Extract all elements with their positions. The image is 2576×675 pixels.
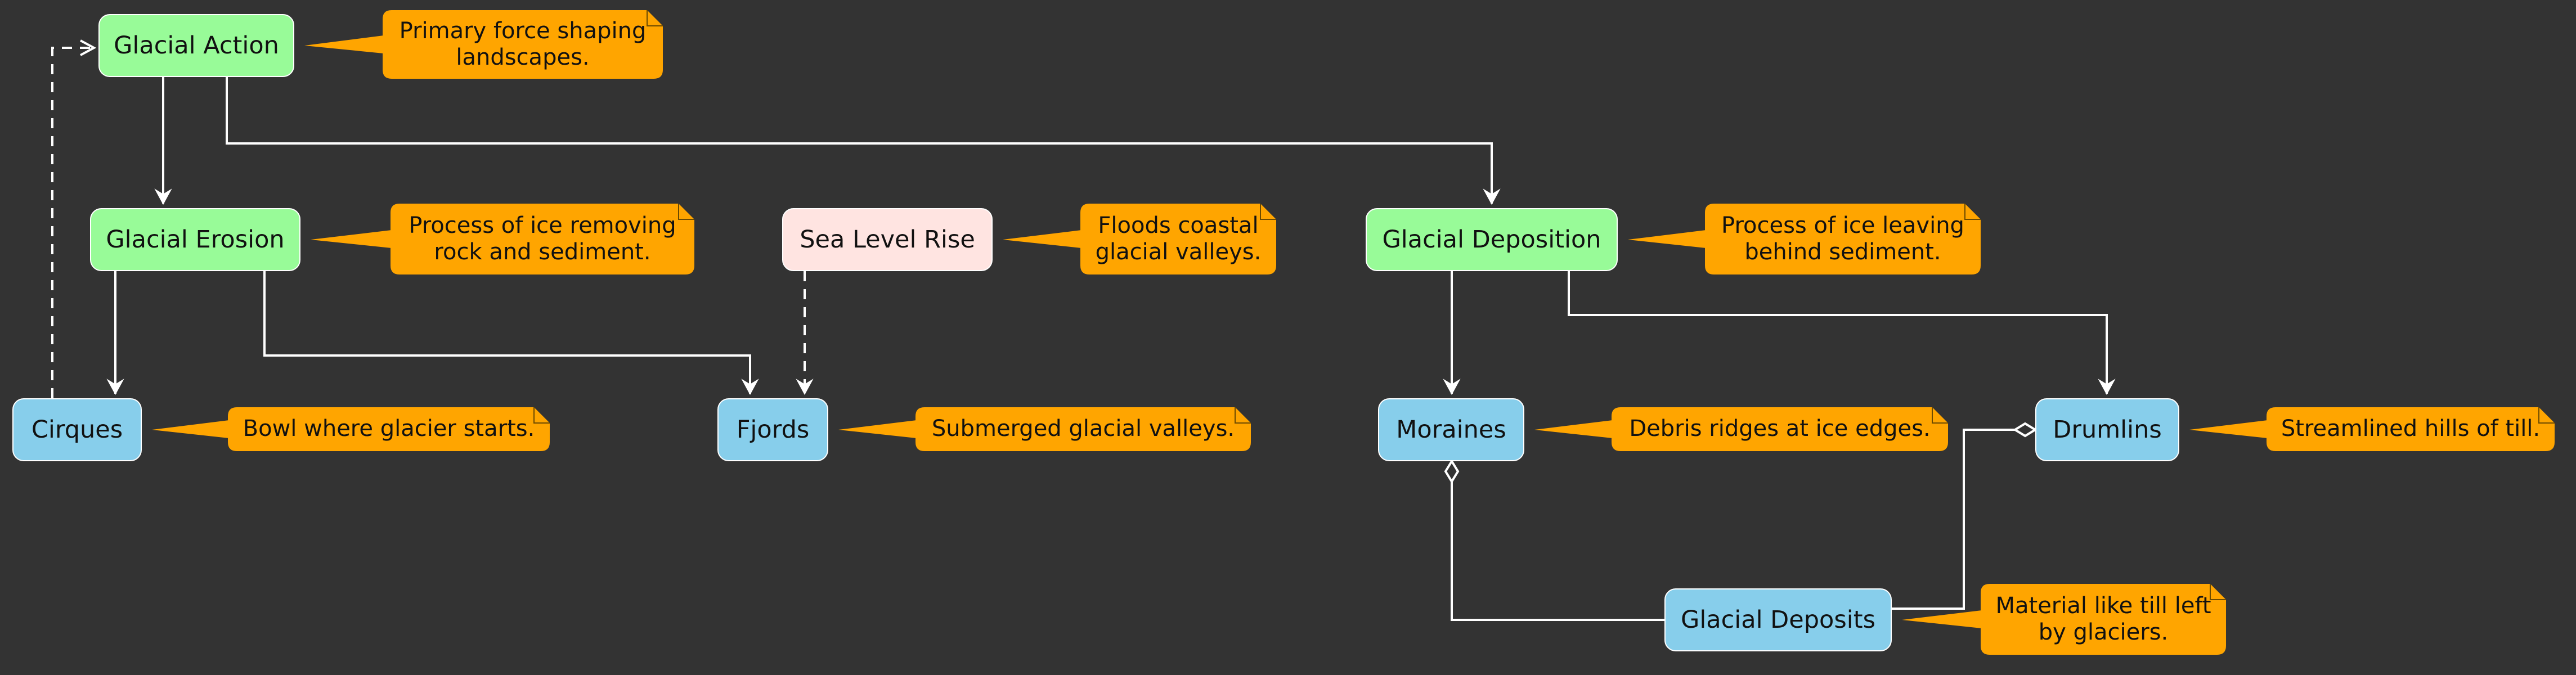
note-shape-glacial-deposition xyxy=(1705,204,1981,274)
edge-sealevel-fjords-head xyxy=(796,379,814,395)
note-fjords: Submerged glacial valleys. xyxy=(931,416,1235,442)
note-shape-glacial-action xyxy=(383,10,663,79)
edge-deposition-drumlins xyxy=(1568,271,2108,394)
edge-deposits-moraines xyxy=(1451,461,1664,621)
note-shape-sea-level-rise xyxy=(1080,204,1276,274)
note-shape-moraines xyxy=(1612,407,1948,451)
note-fold-fjords xyxy=(1235,407,1251,424)
edge-deposits-drumlins-diamond xyxy=(2013,422,2038,438)
edge-action-deposition xyxy=(226,77,1493,204)
note-shape-glacial-deposits xyxy=(1981,584,2226,655)
node-cirques[interactable]: Cirques xyxy=(12,398,142,461)
note-glacial-erosion: Process of ice removing rock and sedimen… xyxy=(409,212,676,265)
edge-deposition-drumlins-head xyxy=(2098,379,2116,395)
edge-action-erosion-head xyxy=(154,188,172,205)
note-pointer-drumlins xyxy=(2189,420,2268,438)
note-shape-fjords xyxy=(915,407,1251,451)
note-moraines: Debris ridges at ice edges. xyxy=(1629,416,1931,442)
edge-deposition-moraines-head xyxy=(1443,379,1461,395)
node-glacial-action[interactable]: Glacial Action xyxy=(98,14,294,77)
note-pointer-moraines xyxy=(1534,420,1613,438)
note-pointer-glacial-deposition xyxy=(1628,230,1706,248)
edge-action-deposition-head xyxy=(1483,188,1501,205)
note-fold-moraines xyxy=(1932,407,1948,424)
node-drumlins[interactable]: Drumlins xyxy=(2035,398,2179,461)
node-moraines[interactable]: Moraines xyxy=(1378,398,1524,461)
note-sea-level-rise: Floods coastal glacial valleys. xyxy=(1095,212,1262,265)
node-sea-level-rise[interactable]: Sea Level Rise xyxy=(782,208,993,271)
note-shape-glacial-erosion xyxy=(391,204,694,274)
note-glacial-deposition: Process of ice leaving behind sediment. xyxy=(1721,212,1964,265)
note-fold-glacial-deposits xyxy=(2210,584,2226,600)
edge-erosion-cirques-head xyxy=(106,379,124,395)
note-pointer-glacial-erosion xyxy=(311,230,392,248)
node-glacial-erosion[interactable]: Glacial Erosion xyxy=(90,208,300,271)
note-fold-glacial-deposition xyxy=(1964,204,1981,220)
note-fold-glacial-action xyxy=(647,10,663,26)
note-glacial-deposits: Material like till left by glaciers. xyxy=(1995,592,2211,645)
note-pointer-fjords xyxy=(838,420,917,438)
note-fold-sea-level-rise xyxy=(1260,204,1276,220)
note-backgrounds xyxy=(152,10,2555,655)
note-fold-cirques xyxy=(533,407,550,424)
node-fjords[interactable]: Fjords xyxy=(717,398,828,461)
edge-erosion-fjords-head xyxy=(741,379,759,395)
node-glacial-deposition[interactable]: Glacial Deposition xyxy=(1366,208,1618,271)
note-shape-cirques xyxy=(228,407,550,451)
note-pointer-cirques xyxy=(152,420,229,438)
edge-deposits-moraines-diamond xyxy=(1444,459,1460,484)
edge-cirques-action xyxy=(51,47,94,398)
note-fold-glacial-erosion xyxy=(678,204,694,220)
note-glacial-action: Primary force shaping landscapes. xyxy=(399,17,647,70)
edge-cirques-action-head xyxy=(80,39,97,56)
edge-erosion-fjords xyxy=(263,271,751,394)
node-glacial-deposits[interactable]: Glacial Deposits xyxy=(1664,588,1892,651)
edge-lines xyxy=(51,39,2116,621)
note-cirques: Bowl where glacier starts. xyxy=(243,416,535,442)
note-shape-drumlins xyxy=(2267,407,2555,451)
note-pointer-glacial-deposits xyxy=(1902,610,1982,628)
note-fold-drumlins xyxy=(2538,407,2555,424)
edge-deposits-drumlins xyxy=(1892,429,2035,610)
note-pointer-glacial-action xyxy=(304,35,384,53)
note-drumlins: Streamlined hills of till. xyxy=(2281,416,2541,442)
note-pointer-sea-level-rise xyxy=(1003,230,1081,248)
